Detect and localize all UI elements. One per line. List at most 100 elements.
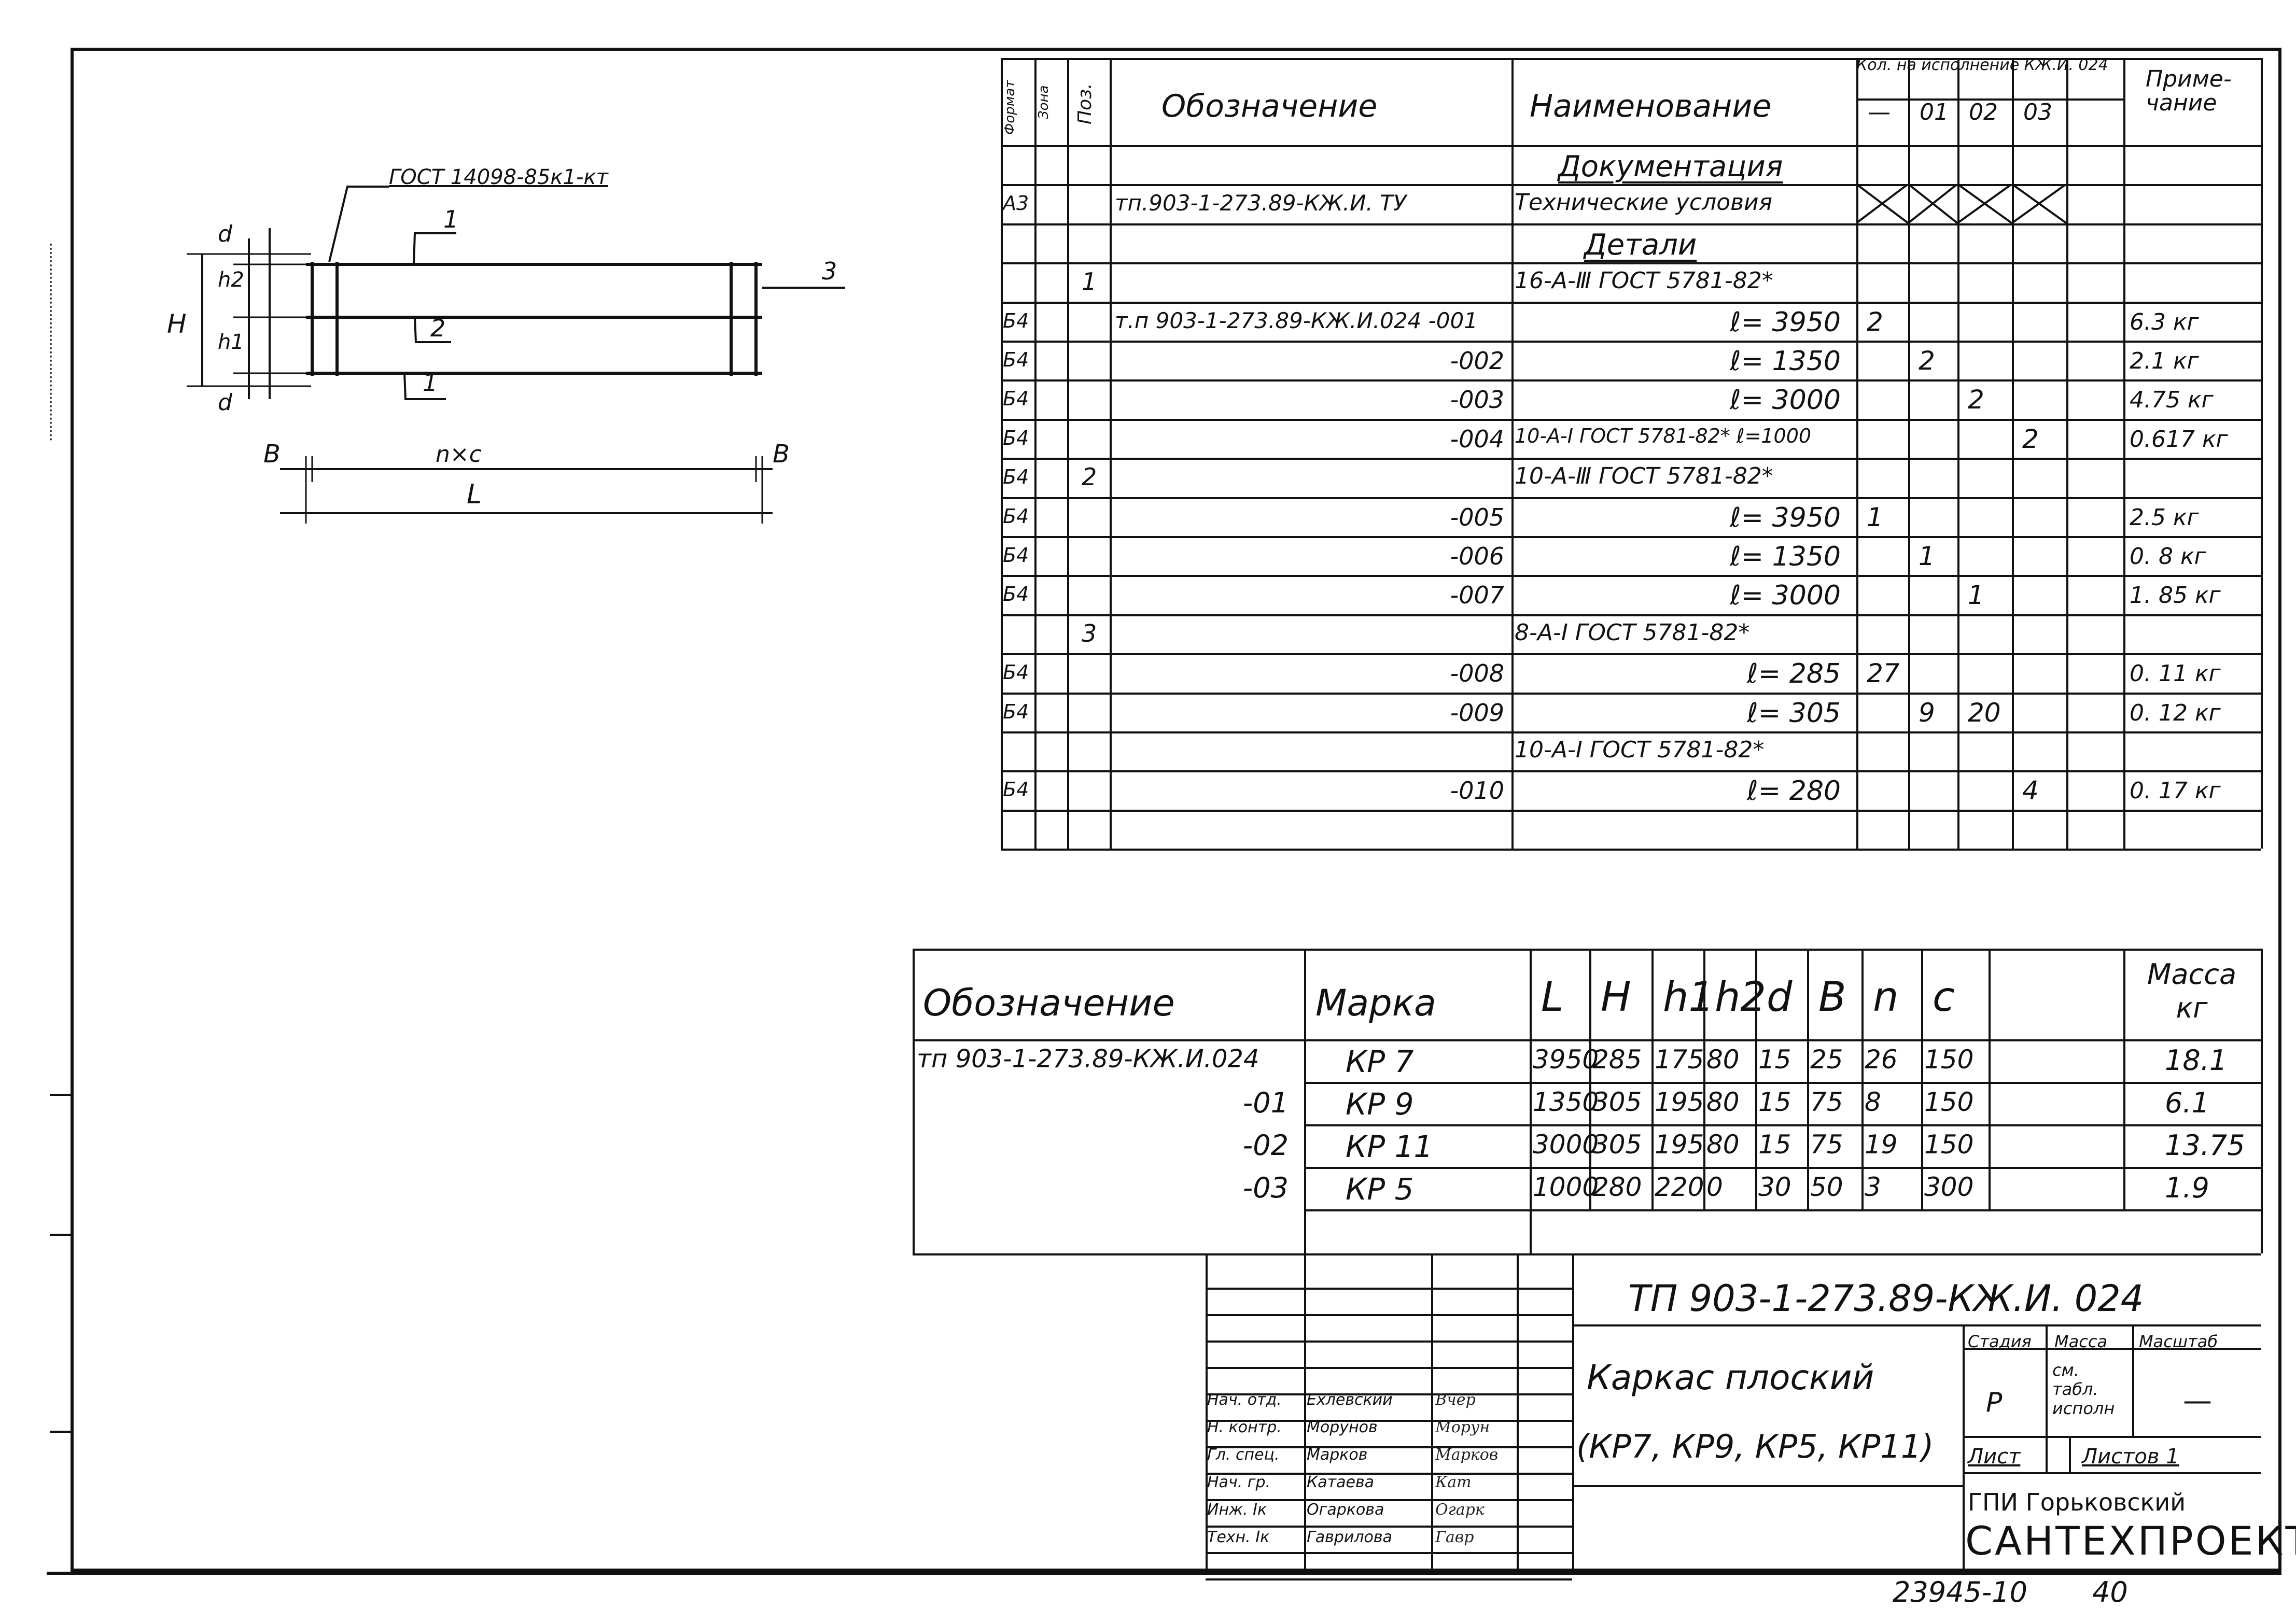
param-cell-value: 50 <box>1810 1172 1843 1202</box>
title-line2: (КР7, КР9, КР5, КР11) <box>1576 1428 1934 1465</box>
param-header: H <box>1601 974 1631 1021</box>
spec-cell-name: Детали <box>1584 228 1697 262</box>
archive-number: 23945-10 <box>1893 1576 2027 1608</box>
spec-col-line <box>1957 58 1959 849</box>
spec-cell-qty: 27 <box>1867 658 1900 689</box>
spec-cell-name: ℓ= 3000 <box>1730 385 1841 416</box>
spec-cell-name: 10-А-Ⅰ ГОСТ 5781-82* ℓ=1000 <box>1515 424 1812 447</box>
param-cell-value: 305 <box>1592 1130 1642 1160</box>
sketch-svg <box>187 186 845 524</box>
param-cell-value: 8 <box>1865 1087 1881 1117</box>
spec-cell-qty: 4 <box>2022 775 2039 806</box>
gost-label: ГОСТ 14098-85к1-кт <box>389 165 608 189</box>
spec-row-line <box>1001 223 2261 225</box>
spec-cell-designation: -003 <box>1450 386 1504 414</box>
param-cell-value: 15 <box>1758 1045 1791 1075</box>
param-cell-value: 3000 <box>1533 1130 1599 1160</box>
left-margin-marks <box>50 244 57 441</box>
param-top-line <box>913 949 2261 951</box>
qty-col-header: 02 <box>1969 99 1998 125</box>
spec-col-line <box>1001 58 1003 849</box>
pos3-label: 3 <box>822 257 837 285</box>
edge-tick-1 <box>50 1094 71 1096</box>
drawing-frame <box>71 48 2281 1572</box>
spec-col-line <box>1856 58 1858 849</box>
scale-header: Масштаб <box>2139 1332 2218 1351</box>
qty-col-header: — <box>1868 99 1891 125</box>
dim-d-top-label: d <box>218 221 232 247</box>
spec-cell-pos: 1 <box>1082 267 1097 296</box>
spec-cell-note: 0. 11 кг <box>2130 660 2221 687</box>
spec-cell-designation: -006 <box>1450 542 1504 570</box>
param-cell-designation: -03 <box>1242 1172 1289 1204</box>
spec-cell-name: ℓ= 3000 <box>1730 580 1841 612</box>
edge-tick-2 <box>50 1234 71 1236</box>
tb-row-line <box>1206 1499 1572 1501</box>
not-applicable-cross-icon <box>1907 183 1958 225</box>
spec-cell-note: 1. 85 кг <box>2130 582 2221 609</box>
signer-role: Нач. отд. <box>1207 1391 1282 1409</box>
spec-row-line <box>1001 379 2261 382</box>
param-row-line <box>1304 1167 2261 1169</box>
tb-row-line <box>1206 1288 1572 1290</box>
param-cell-value: 3950 <box>1533 1045 1599 1075</box>
param-col-line <box>1989 949 1991 1209</box>
param-cell-value: 305 <box>1592 1087 1642 1117</box>
signer-role: Нач. гр. <box>1207 1473 1271 1491</box>
signer-name: Гаврилова <box>1307 1528 1392 1546</box>
spec-row-line <box>1001 575 2261 577</box>
spec-cell-qty: 2 <box>1968 385 1984 415</box>
spec-cell-qty: 20 <box>1968 697 2001 728</box>
spec-cell-format: Б4 <box>1003 778 1029 801</box>
dim-b-left-label: B <box>263 440 281 469</box>
spec-cell-name: 10-А-Ⅰ ГОСТ 5781-82* <box>1515 737 1765 763</box>
param-cell-designation: -01 <box>1242 1086 1289 1119</box>
tb-code-line <box>1572 1324 2261 1326</box>
mass-value: см. табл. исполн <box>2052 1360 2115 1418</box>
param-header: B <box>1818 974 1846 1021</box>
tb-title-bottom <box>1572 1485 1963 1487</box>
param-col-line <box>2123 949 2125 1209</box>
param-cell-value: 75 <box>1810 1087 1843 1117</box>
tb-sheet-bottom <box>1963 1472 2261 1474</box>
spec-cell-name: ℓ= 280 <box>1747 775 1841 807</box>
param-cell-value: 80 <box>1706 1087 1740 1117</box>
param-cell-mass: 6.1 <box>2165 1086 2209 1119</box>
param-col-line <box>2261 949 2263 1253</box>
tb-stage-bottom <box>1963 1436 2261 1438</box>
dim-nxc-label: n×c <box>436 441 482 468</box>
signer-name: Ехлевский <box>1307 1391 1393 1409</box>
param-col-line <box>1304 949 1306 1253</box>
param-cell-mark: КР 5 <box>1346 1172 1414 1207</box>
spec-col-line <box>2261 58 2263 849</box>
tb-stage-header-line <box>1963 1348 2261 1350</box>
bottom-trim-line <box>47 1572 2281 1575</box>
spec-cell-qty: 1 <box>1968 580 1984 611</box>
param-col-line <box>1921 949 1923 1209</box>
org-line1: ГПИ Горьковский <box>1968 1488 2186 1516</box>
param-col-line <box>1807 949 1809 1209</box>
param-cell-value: 26 <box>1865 1045 1898 1075</box>
spec-cell-format: Б4 <box>1003 309 1029 332</box>
spec-cell-designation: -009 <box>1450 698 1504 727</box>
param-cell-value: 80 <box>1706 1130 1740 1160</box>
not-applicable-cross-icon <box>2011 183 2067 225</box>
stage-value: Р <box>1986 1387 2003 1418</box>
spec-cell-designation: тп.903-1-273.89-КЖ.И. ТУ <box>1115 190 1407 216</box>
spec-col-line <box>2123 58 2125 849</box>
spec-cell-designation: -005 <box>1450 503 1504 531</box>
param-cell-value: 30 <box>1758 1172 1791 1202</box>
spec-row-line <box>1001 497 2261 499</box>
param-row-line <box>1304 1082 2261 1084</box>
spec-cell-name: Технические условия <box>1515 189 1773 216</box>
spec-row-line <box>1001 341 2261 343</box>
spec-cell-designation: -002 <box>1450 347 1504 375</box>
tb-right-divider <box>1963 1324 1965 1572</box>
spec-cell-note: 6.3 кг <box>2130 308 2199 335</box>
stage-header: Стадия <box>1968 1332 2032 1351</box>
param-col-line <box>1530 949 1532 1253</box>
param-header: d <box>1767 974 1793 1021</box>
spec-cell-note: 0. 12 кг <box>2130 699 2221 726</box>
param-cell-mass: 1.9 <box>2165 1172 2209 1204</box>
signer-signature: Огарк <box>1435 1501 1485 1519</box>
